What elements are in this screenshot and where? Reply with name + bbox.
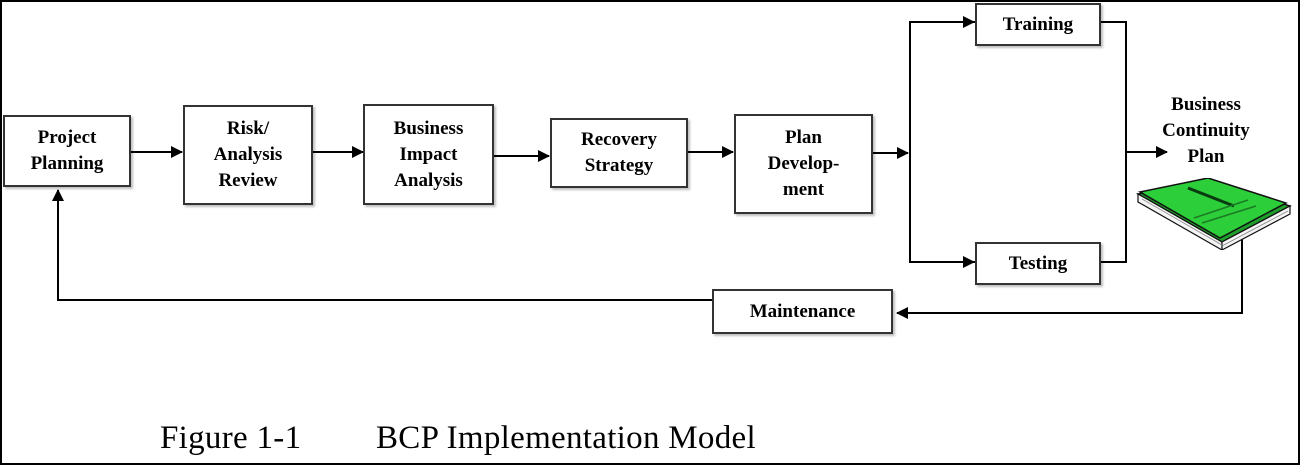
step-plan-development: Plan Develop- ment [734, 114, 873, 214]
branch-connector [909, 21, 975, 263]
output-business-continuity-plan-label: Business Continuity Plan [1162, 94, 1250, 167]
step-risk-analysis-review-label: Risk/ Analysis Review [213, 118, 283, 191]
step-testing-label: Testing [1008, 252, 1068, 274]
step-recovery-strategy-label: Recovery Strategy [581, 129, 657, 176]
step-project-planning-label: Project Planning [30, 127, 104, 174]
step-maintenance-label: Maintenance [749, 300, 856, 322]
step-business-impact-analysis: Business Impact Analysis [363, 104, 494, 205]
arrow-plan-to-maintenance [896, 237, 1243, 319]
step-project-planning: Project Planning [3, 115, 131, 187]
step-training: Training [975, 3, 1101, 46]
step-risk-analysis-review: Risk/ Analysis Review [183, 105, 313, 205]
step-business-impact-analysis-label: Business Impact Analysis [393, 117, 464, 191]
plan-book-icon [1135, 178, 1292, 250]
step-training-label: Training [1002, 13, 1074, 35]
figure-caption: Figure 1-1 BCP Implementation Model [160, 418, 756, 458]
step-recovery-strategy: Recovery Strategy [550, 118, 688, 188]
step-plan-development-label: Plan Develop- ment [767, 127, 840, 200]
step-testing: Testing [975, 242, 1101, 285]
figure-title: BCP Implementation Model [376, 420, 756, 456]
merge-connector [1101, 21, 1127, 263]
arrow-maintenance-to-planning [52, 189, 712, 301]
step-maintenance: Maintenance [712, 289, 893, 334]
figure-number: Figure 1-1 [160, 420, 302, 456]
